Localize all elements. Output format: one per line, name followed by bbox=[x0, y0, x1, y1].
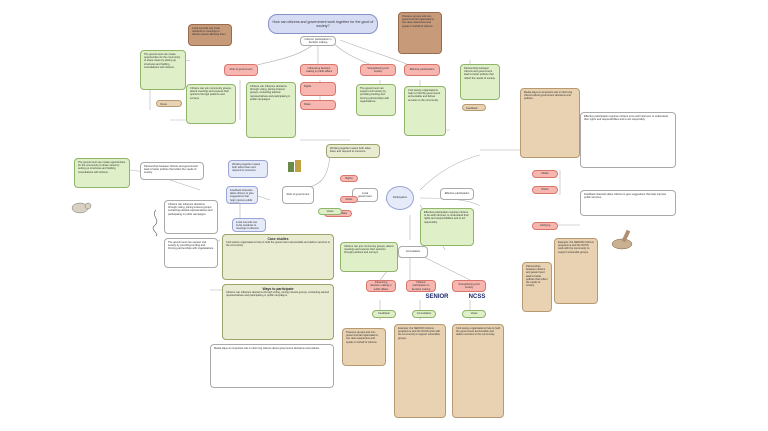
note-n3: Citizens can join community groups, atte… bbox=[186, 84, 236, 124]
tag-bottom-2: Consultation bbox=[412, 310, 436, 318]
tag-bottom-3: Views bbox=[462, 310, 486, 318]
hand-sketch-icon bbox=[71, 202, 92, 214]
tag-feedback: Feedback bbox=[462, 104, 486, 111]
page-title: How can citizens and government work tog… bbox=[268, 14, 378, 34]
tag-bottom-1: Feedback bbox=[372, 310, 396, 318]
branch-lobbying: Lobbying bbox=[532, 222, 558, 230]
tag-views: Views bbox=[156, 100, 182, 107]
branch-bottom-3: Strengthening civil society bbox=[452, 280, 486, 292]
branch-effective-right: Effective participation bbox=[440, 188, 474, 200]
note-n7: The government can support civil society… bbox=[356, 84, 396, 116]
note-right-2: Effective participation requires citizen… bbox=[580, 112, 676, 168]
note-middle: Working together means both sides listen… bbox=[326, 144, 380, 158]
note-influence-small: Roles bbox=[300, 100, 336, 110]
panel-bottom-left-title: Ways to participate bbox=[262, 287, 294, 291]
branch-consultation: Consultation bbox=[398, 246, 428, 258]
center-node: Participation bbox=[386, 186, 414, 210]
note-left-1: The government can create opportunities … bbox=[74, 158, 130, 188]
signature-sketch-icon bbox=[152, 209, 158, 237]
pestle-sketch-icon bbox=[611, 229, 633, 250]
note-n1: The government can create opportunities … bbox=[140, 50, 186, 90]
tag-rights: Rights bbox=[340, 175, 358, 182]
panel-left-big: Case studies Civil society organisations… bbox=[222, 234, 334, 280]
note-left-5: Citizens can influence decisions through… bbox=[164, 200, 218, 234]
note-n2: Local councils can invite residents to m… bbox=[188, 24, 232, 46]
note-left-6: The government can support civil society… bbox=[164, 238, 218, 268]
branch-civil-society: Strengthening civil society bbox=[360, 64, 396, 76]
note-left-2: Partnerships between citizens and govern… bbox=[140, 162, 204, 180]
note-left-3: Working together means both sides listen… bbox=[228, 160, 268, 178]
note-bottom-3: Civil society organisations help to hold… bbox=[452, 324, 504, 418]
branch-ngo: NGOs bbox=[532, 186, 558, 194]
hand-sketch-2-icon bbox=[288, 160, 301, 172]
branch-effective: Effective participation bbox=[404, 64, 440, 76]
branch-gov-left: Role of government bbox=[282, 186, 314, 204]
note-left-4: Feedback channels allow citizens to give… bbox=[226, 186, 258, 204]
branch-bottom-1: Influencing decision making in public af… bbox=[366, 280, 396, 292]
senior-logo: SENIOR bbox=[425, 294, 449, 300]
note-right-4: Example: the SENIOR Citizens programme a… bbox=[554, 238, 598, 304]
title-text: How can citizens and government work tog… bbox=[272, 19, 374, 28]
panel-left-big-title: Case studies bbox=[267, 237, 289, 241]
note-n6: Pressure groups and non-governmental org… bbox=[398, 12, 442, 54]
note-bottom-1: Pressure groups and non-governmental org… bbox=[342, 328, 386, 366]
note-right-1: Media plays an important role in informi… bbox=[520, 88, 580, 158]
branch-influence: Influencing decision making in public af… bbox=[300, 64, 338, 76]
ncss-logo: NCSS bbox=[468, 294, 486, 300]
branch-role: Role of government bbox=[224, 64, 258, 76]
branch-media: Media bbox=[532, 170, 558, 178]
tag-roles: Roles bbox=[340, 196, 358, 203]
note-center-left: Citizens can join community groups, atte… bbox=[340, 242, 398, 272]
note-left-7: Local councils can invite residents to m… bbox=[232, 218, 266, 232]
panel-bottom-text: Media plays an important role in informi… bbox=[210, 344, 334, 388]
note-role-small: Rights bbox=[300, 82, 336, 96]
note-right-3: Feedback channels allow citizens to give… bbox=[580, 190, 676, 216]
tag-left-green: Views bbox=[318, 208, 342, 215]
note-right-5: Partnerships between citizens and govern… bbox=[522, 262, 552, 312]
note-center-right: Effective participation requires citizen… bbox=[420, 208, 474, 246]
note-n8: Civil society organisations help to hold… bbox=[404, 86, 446, 136]
note-bottom-2: Example: the SENIOR Citizens programme a… bbox=[394, 324, 446, 418]
branch-bottom-2: Citizens' participation in decision maki… bbox=[406, 280, 436, 292]
note-n5: Citizens can influence decisions through… bbox=[246, 82, 296, 138]
panel-bottom-left: Ways to participate Citizens can influen… bbox=[222, 284, 334, 340]
branch-decision: Citizens' participation in decision maki… bbox=[300, 36, 336, 46]
branch-local: Local government bbox=[352, 188, 378, 202]
note-n9: Partnerships between citizens and govern… bbox=[460, 64, 500, 100]
